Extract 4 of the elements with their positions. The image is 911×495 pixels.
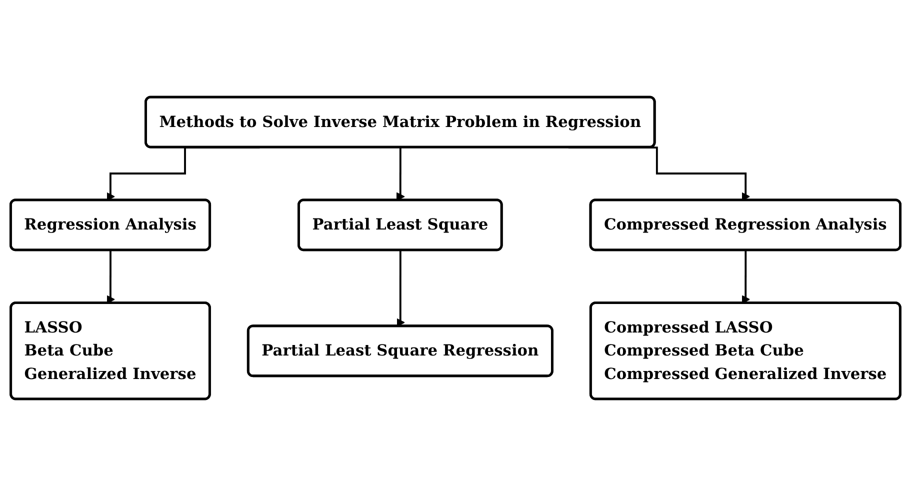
arrow [742, 248, 750, 304]
arrow [106, 248, 115, 304]
arrow [396, 146, 405, 200]
arrow [396, 248, 405, 326]
